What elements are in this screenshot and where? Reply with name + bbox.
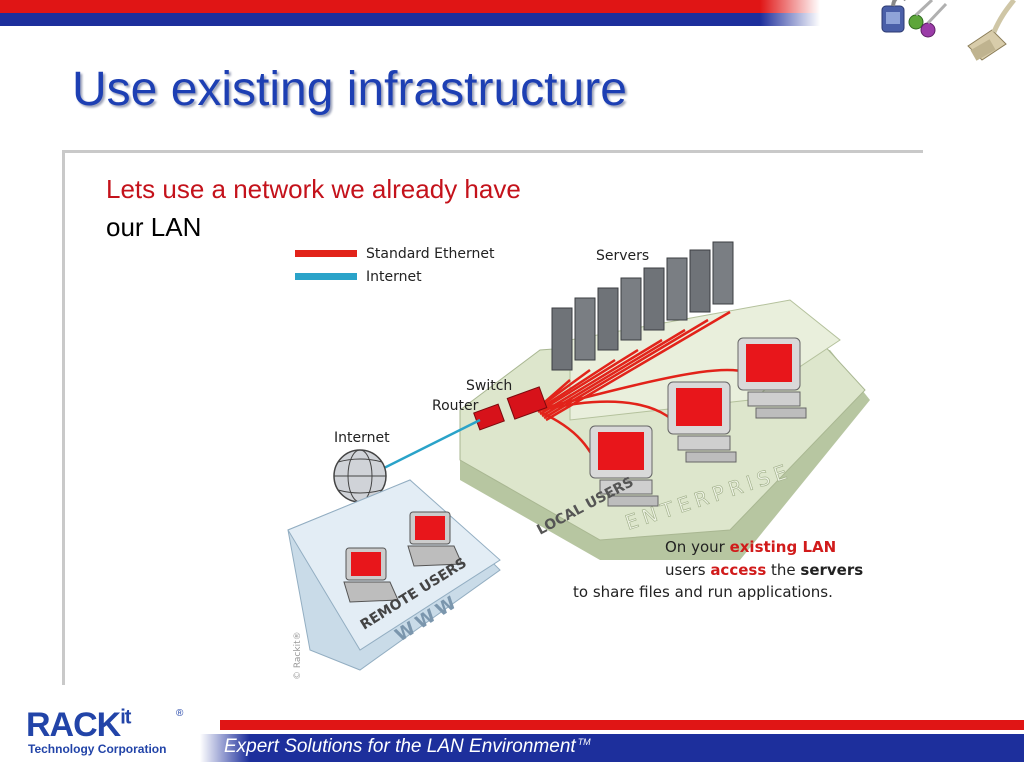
logo-subtitle: Technology Corporation [28,742,167,756]
router-label: Router [432,398,479,414]
top-banner-fade [760,0,820,26]
server-rack [551,241,734,371]
local-user-workstation [667,381,737,463]
top-banner-blue-stripe [0,13,820,26]
logo-suffix: it [120,706,131,729]
legend-internet-label: Internet [366,269,422,285]
logo-registered: ® [176,708,184,719]
internet-label: Internet [334,430,390,446]
caption-line-1: On your existing LAN [665,538,836,556]
top-banner-red-stripe [0,0,820,13]
servers-label: Servers [596,248,649,264]
local-user-workstation [737,337,807,419]
legend-internet-swatch [295,273,357,280]
caption-highlight: existing LAN [730,538,837,556]
footer-tagline: Expert Solutions for the LAN Environment… [224,736,591,758]
tagline-text: Expert Solutions for the LAN Environment [224,736,576,757]
network-diagram: Standard Ethernet Internet Servers Switc… [287,241,870,680]
ethernet-cables [537,310,761,471]
caption-line-2: users access the servers [665,561,863,579]
switch-label: Switch [466,378,512,394]
caption-text: On your [665,538,730,556]
tagline-trademark: TM [577,736,591,747]
logo-wordmark: RACKit [26,706,131,745]
remote-user-laptop [343,547,399,603]
footer-blue-stripe [200,734,1024,762]
copyright-label: © Rackit® [293,631,303,680]
page-title: Use existing infrastructure [72,63,627,116]
remote-platform [287,479,501,671]
legend-ethernet-swatch [295,250,357,257]
subtitle-red: Lets use a network we already have [106,174,521,204]
remote-user-laptop [407,511,463,567]
footer-red-stripe [220,720,1024,730]
caption-highlight: access [710,561,766,579]
company-logo[interactable]: RACKit ® Technology Corporation [26,706,206,762]
caption-line-3: to share files and run applications. [573,583,833,601]
local-user-workstation [589,425,659,507]
caption-text: users [665,561,710,579]
switch-device [506,386,548,420]
logo-word: RACK [26,706,121,744]
cable-connectors-icon [881,0,1016,61]
legend-ethernet-label: Standard Ethernet [366,246,495,262]
caption-text: the [766,561,800,579]
top-banner [0,0,820,26]
footer-banner: Expert Solutions for the LAN Environment… [200,712,1024,768]
caption-highlight: servers [800,561,863,579]
subtitle-black: our LAN [106,212,202,242]
